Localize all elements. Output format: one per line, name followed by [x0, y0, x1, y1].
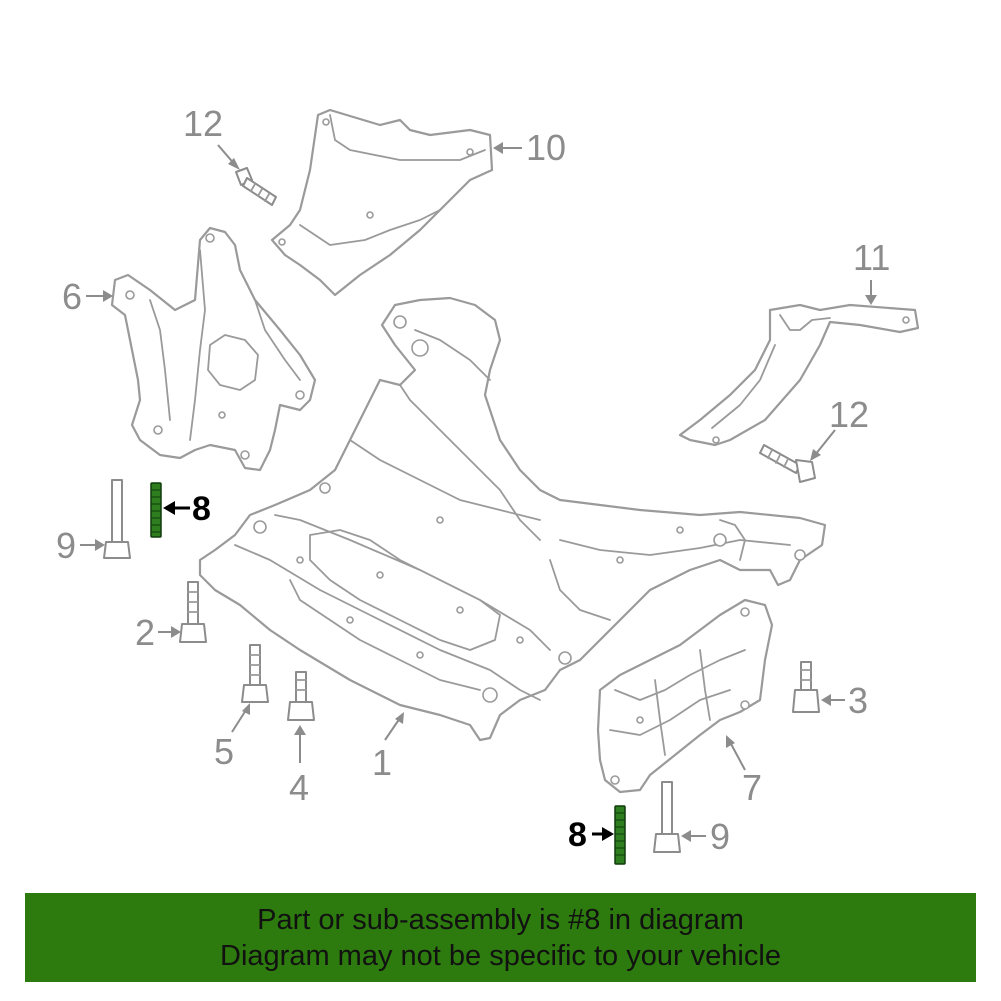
leader-lines: [80, 142, 877, 842]
part-7-mount-bracket: [596, 598, 774, 794]
part-3-bolt: [792, 661, 820, 713]
callout-9-left: 9: [56, 525, 76, 566]
callout-8-bottom: 8: [568, 816, 587, 854]
banner-line-1: Part or sub-assembly is #8 in diagram: [257, 903, 744, 936]
callout-9-right: 9: [710, 816, 730, 857]
callout-12-top: 12: [183, 103, 223, 144]
callout-3: 3: [848, 680, 868, 721]
callout-12-right: 12: [829, 394, 869, 435]
part-10-heat-shield: [270, 108, 494, 297]
part-11-strut: [678, 303, 920, 447]
callout-4: 4: [289, 767, 309, 808]
part-12-bolt-top: [235, 167, 277, 206]
callout-5: 5: [214, 731, 234, 772]
callout-1: 1: [372, 742, 392, 783]
info-banner: Part or sub-assembly is #8 in diagram Di…: [25, 893, 976, 982]
part-5-bolt: [241, 644, 269, 703]
callout-8-top: 8: [192, 490, 211, 528]
part-2-bolt: [179, 581, 207, 643]
part-4-bolt: [287, 671, 315, 721]
callout-10: 10: [526, 127, 566, 168]
part-8-stud-top-highlighted: [150, 482, 162, 538]
callout-6: 6: [62, 276, 82, 317]
callout-7: 7: [742, 767, 762, 808]
part-6-bracket: [110, 226, 317, 472]
banner-line-2: Diagram may not be specific to your vehi…: [220, 939, 781, 972]
part-9-bolt-right: [653, 781, 681, 853]
part-1-subframe: [198, 296, 827, 742]
part-9-bolt-left: [103, 479, 131, 559]
callout-2: 2: [135, 612, 155, 653]
part-12-bolt-right: [759, 444, 816, 483]
callout-11: 11: [853, 237, 890, 278]
callout-labels: 12 10 6 11 12 8 9 2 3 5 1 7 4 8 9: [56, 103, 890, 857]
part-8-stud-bottom-highlighted: [614, 805, 626, 865]
